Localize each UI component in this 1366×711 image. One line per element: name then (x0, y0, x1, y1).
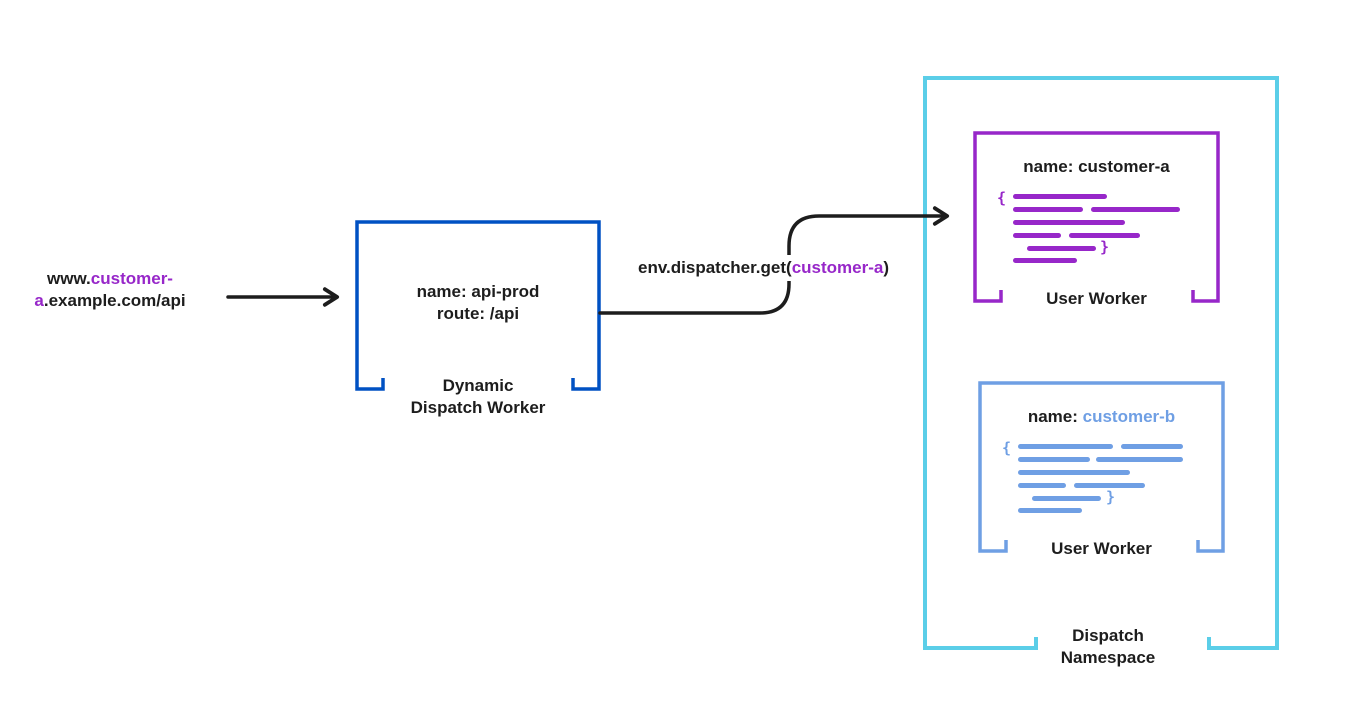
dispatch-worker-caption-line2: Dispatch Worker (410, 398, 546, 418)
namespace-caption-line1: Dispatch (1072, 626, 1144, 645)
dispatch-worker-caption: Dynamic Dispatch Worker (357, 375, 599, 420)
url-customer-highlight-2: a (34, 291, 44, 311)
request-url-line2: a.example.com/api (10, 290, 210, 312)
user-worker-b-box-outline (978, 381, 1225, 553)
dispatch-worker-caption-line1: Dynamic (442, 376, 514, 395)
dispatcher-call-label: env.dispatcher.get(customer-a) (632, 255, 895, 282)
worker-b-name-prefix: name: (1027, 407, 1083, 426)
namespace-caption-line2: Namespace (1060, 648, 1156, 668)
code-snippet-b: { } (1002, 439, 1183, 513)
dispatch-namespace-box-outline (923, 76, 1279, 650)
dispatch-worker-route: route: /api (436, 304, 520, 324)
user-worker-b-caption: User Worker (1051, 539, 1152, 558)
url-domain: .example.com/api (43, 291, 186, 311)
close-brace-glyph-b: } (1106, 488, 1115, 506)
url-www: www. (47, 269, 91, 288)
user-worker-a-caption: User Worker (1046, 289, 1147, 308)
open-brace-glyph-b: { (1002, 439, 1011, 457)
code-snippet-a: { } (997, 189, 1180, 263)
user-worker-b-name: name: customer-b (980, 406, 1223, 428)
worker-b-name-highlight: customer-b (1082, 407, 1176, 426)
open-brace-glyph-a: { (997, 189, 1006, 207)
dispatch-worker-box-outline (355, 220, 601, 391)
dispatch-namespace-caption: Dispatch Namespace (1008, 625, 1208, 670)
user-worker-a-name: name: customer-a (1023, 157, 1170, 176)
request-url-line1: www.customer- (10, 268, 210, 290)
dispatch-worker-properties: name: api-prod route: /api (357, 281, 599, 326)
close-brace-glyph-a: } (1100, 238, 1109, 256)
dispatch-worker-name: name: api-prod (416, 282, 540, 301)
request-url-label: www.customer- a.example.com/api (10, 268, 210, 313)
dispatcher-call-arg: customer-a (791, 258, 884, 277)
url-customer-highlight: customer- (90, 269, 173, 288)
dispatcher-call-prefix: env.dispatcher.get( (638, 258, 792, 277)
dispatcher-call-suffix: ) (883, 258, 889, 277)
user-worker-a-box-outline (973, 131, 1220, 303)
